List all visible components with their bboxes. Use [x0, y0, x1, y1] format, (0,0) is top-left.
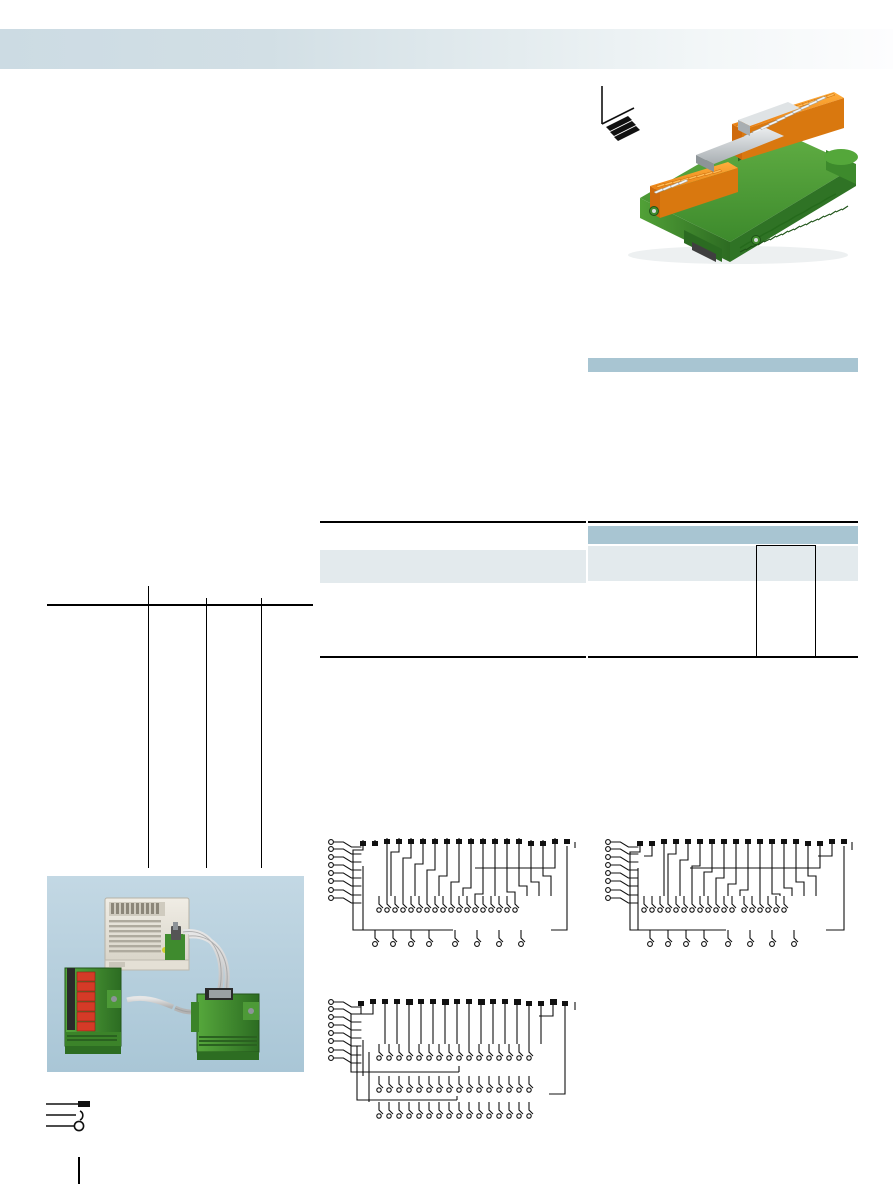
wiring-diagram-1-art	[328, 838, 576, 947]
terminal-row-1	[376, 1044, 534, 1061]
hook-terminal-icon	[79, 1110, 84, 1121]
bus-routing	[350, 1002, 576, 1119]
product-photo-art	[601, 86, 858, 264]
footer-tick-rule	[78, 1157, 80, 1184]
terminal-symbol-legend	[44, 1098, 164, 1142]
left-table-top-rule	[47, 604, 313, 606]
middle-terminals	[376, 896, 520, 913]
relay-module-left	[64, 967, 122, 1054]
centre-spec-table	[320, 521, 586, 661]
interface-module-right	[191, 988, 260, 1060]
middle-terminals	[641, 896, 789, 913]
plc-unit	[104, 897, 190, 971]
right-top-section-band	[588, 358, 858, 372]
right-table-highlight-row	[588, 546, 858, 581]
centre-table-highlight-row	[320, 550, 586, 583]
wiring-diagram-1	[327, 836, 579, 954]
bus-routing	[629, 842, 853, 947]
wiring-diagram-2	[604, 836, 856, 954]
left-terminals	[328, 999, 362, 1064]
marking-glyph	[601, 86, 635, 125]
right-table-header-band	[588, 526, 858, 544]
centre-table-bottom-rule	[320, 656, 586, 659]
left-terminals	[605, 839, 639, 904]
right-order-table	[588, 521, 858, 661]
terminal-row-3	[376, 1102, 534, 1119]
wiring-diagram-3	[327, 996, 579, 1136]
circle-terminal-icon	[73, 1120, 85, 1132]
left-table-col-divider-1	[148, 586, 150, 868]
left-table-col-divider-3	[261, 598, 263, 868]
metal-bridge	[696, 102, 800, 172]
application-photo-art	[47, 876, 304, 1072]
right-table-bottom-rule	[588, 656, 858, 659]
centre-table-top-rule	[320, 521, 586, 524]
terminal-row-2	[376, 1076, 534, 1093]
product-photo	[588, 80, 878, 270]
wiring-diagram-3-art	[328, 999, 576, 1119]
bottom-terminals	[647, 930, 799, 947]
application-photo	[47, 876, 304, 1072]
wiring-diagram-2-art	[605, 839, 853, 947]
selected-column-highlight[interactable]	[756, 545, 816, 658]
left-spec-table	[47, 560, 313, 868]
bottom-terminals	[372, 930, 526, 947]
marking-bars	[606, 116, 640, 141]
legend-art	[46, 1101, 90, 1132]
top-terminal-squares	[360, 839, 570, 846]
right-top-band	[588, 358, 858, 372]
filled-bar-terminal-icon	[78, 1101, 90, 1107]
left-table-col-divider-2	[206, 598, 208, 868]
bus-routing	[352, 842, 576, 947]
top-terminals	[362, 838, 568, 844]
right-table-top-rule	[588, 521, 858, 524]
top-terminal-squares	[358, 999, 568, 1006]
relay-blocks	[76, 971, 96, 1032]
left-terminals	[328, 839, 362, 904]
top-terminal-squares	[637, 839, 847, 846]
page-header-band	[0, 29, 893, 69]
